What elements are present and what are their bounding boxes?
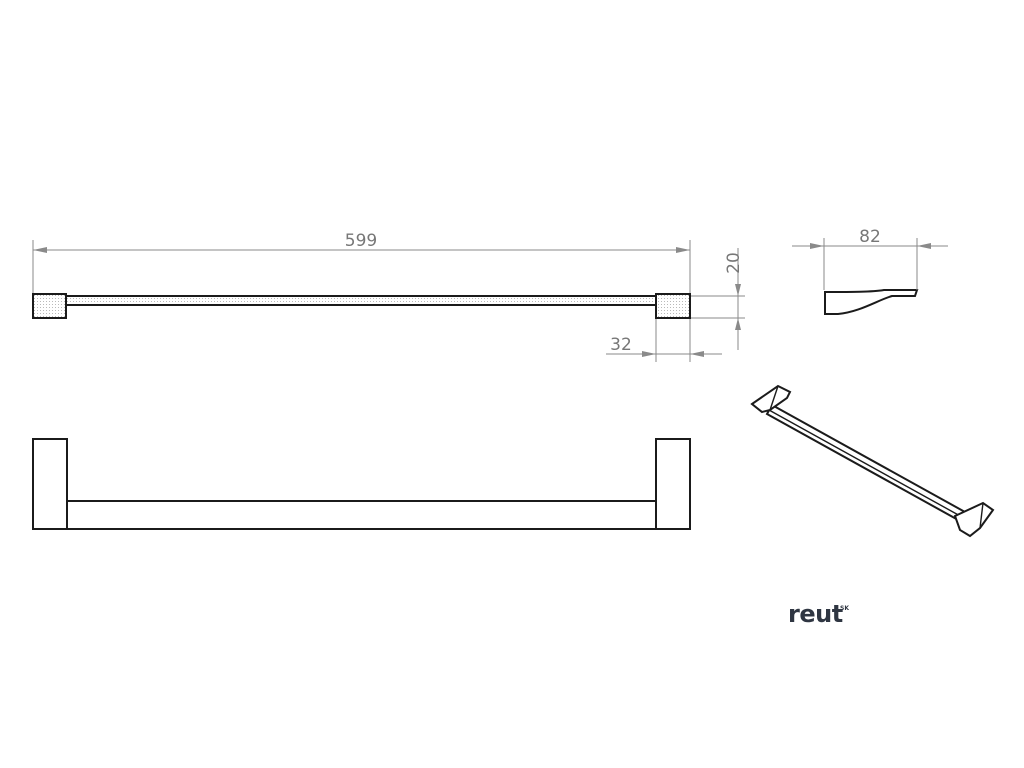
side-view-bracket-profile [824,289,919,315]
top-view [32,293,691,319]
dimension-length-label: 599 [345,231,377,251]
isometric-view [750,384,995,538]
front-view-left-bracket [32,438,68,530]
front-view [32,438,691,530]
side-view [824,289,919,315]
brand-logo-name: reut [788,600,843,628]
front-view-right-bracket [655,438,691,530]
top-view-left-cap-texture [34,295,65,317]
dimension-height-label: 20 [724,252,744,274]
dimension-end-width: 32 [606,319,722,362]
isometric-right-bracket [953,501,995,538]
dimension-height: 20 [691,248,745,350]
dimension-end-width-label: 32 [610,335,632,355]
dimension-projection-label: 82 [859,227,881,247]
brand-logo-suffix: SK [840,605,849,612]
dimension-length: 599 [32,231,691,293]
top-view-right-cap-texture [657,295,689,317]
dimension-projection: 82 [792,227,948,290]
front-view-bar [66,500,657,530]
brand-logo: reut SK [788,600,849,628]
top-view-bar-texture [67,297,655,304]
